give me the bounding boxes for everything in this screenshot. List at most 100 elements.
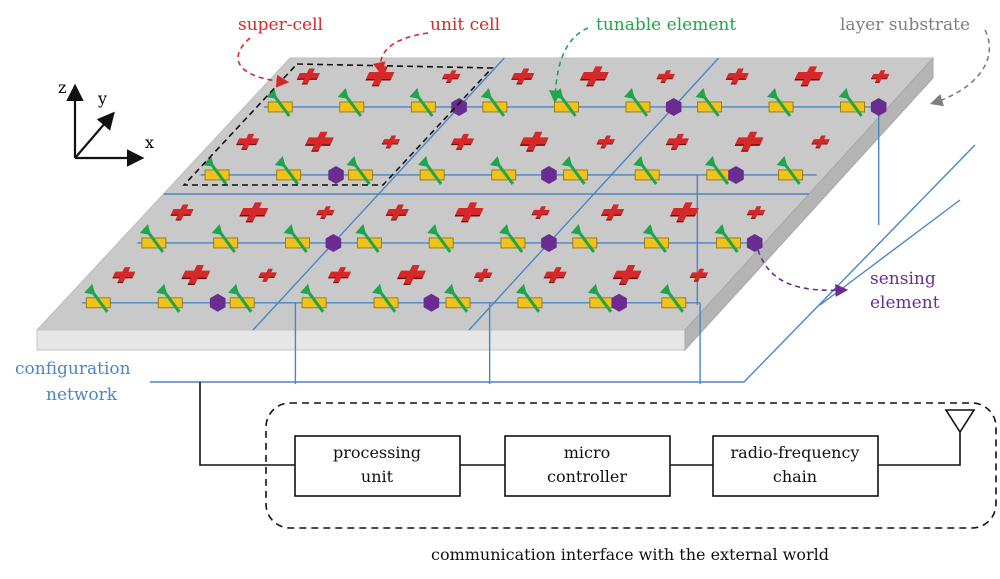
cross-bar-v bbox=[117, 267, 131, 283]
cross-element-icon bbox=[239, 202, 269, 223]
unit-cell-leader bbox=[372, 32, 429, 76]
cross-bar-v bbox=[403, 264, 420, 284]
arrow-element-head bbox=[570, 223, 582, 235]
arrow-element-head bbox=[587, 283, 599, 295]
micro-controller-line1: micro bbox=[564, 443, 611, 462]
cross-bar-v bbox=[461, 202, 478, 222]
arrow-element-head bbox=[427, 223, 439, 235]
arrow-element-head bbox=[139, 223, 151, 235]
cross-element-icon bbox=[296, 68, 320, 85]
cross-element-icon bbox=[170, 204, 194, 221]
wire-rf-antenna bbox=[878, 430, 961, 466]
arrow-element-head bbox=[84, 283, 96, 295]
cross-bar-v bbox=[741, 131, 758, 151]
cross-bar-v bbox=[815, 135, 826, 148]
cross-bar-v bbox=[801, 66, 817, 86]
cross-bar-v bbox=[549, 267, 562, 283]
cross-bar-v bbox=[526, 131, 543, 151]
processing-unit-line2: unit bbox=[361, 467, 394, 486]
sensor-hexagon-icon bbox=[209, 293, 226, 312]
cross-element-icon bbox=[689, 268, 709, 282]
cross-bar-v bbox=[385, 135, 397, 148]
arrow-element-head bbox=[515, 283, 527, 295]
rf-chain-block: radio-frequency chain bbox=[712, 435, 879, 497]
layer-substrate-leader bbox=[929, 29, 991, 107]
micro-controller-block: micro controller bbox=[504, 435, 671, 497]
arrow-element-head bbox=[498, 223, 510, 235]
cross-element-icon bbox=[385, 204, 409, 221]
cross-bar-v bbox=[535, 206, 546, 219]
substrate-side-edge bbox=[684, 56, 934, 352]
super-cell-outline bbox=[182, 63, 494, 186]
cross-element-icon bbox=[734, 131, 764, 152]
cross-element-icon bbox=[327, 267, 352, 284]
cross-bar-v bbox=[516, 68, 530, 84]
sensor-hexagon-icon bbox=[746, 234, 763, 252]
z-axis-label: z bbox=[58, 78, 66, 97]
communication-interface-caption: communication interface with the externa… bbox=[431, 545, 829, 564]
y-axis-label: y bbox=[97, 89, 107, 108]
sensor-hexagon-icon bbox=[541, 234, 557, 252]
cross-element-icon bbox=[600, 204, 625, 221]
cross-element-icon bbox=[304, 131, 334, 152]
sensing-element-leader bbox=[757, 249, 849, 297]
arrow-element-head bbox=[623, 87, 635, 99]
sensor-hexagon-icon bbox=[611, 293, 627, 312]
arrow-element-head bbox=[300, 283, 312, 295]
cross-element-icon bbox=[870, 70, 890, 84]
sensor-hexagon-icon bbox=[328, 166, 344, 184]
configuration-network-label-line2: network bbox=[46, 385, 118, 405]
sensor-hexagon-icon bbox=[665, 98, 682, 116]
cross-element-icon bbox=[794, 66, 824, 87]
cross-bar-v bbox=[262, 268, 273, 281]
arrow-element-head bbox=[443, 283, 455, 295]
cross-element-icon bbox=[381, 135, 401, 149]
cross-element-icon bbox=[112, 267, 136, 284]
cross-bar-v bbox=[875, 70, 886, 83]
processing-unit-block: processing unit bbox=[294, 435, 461, 497]
cross-bar-v bbox=[751, 206, 762, 219]
arrow-element-head bbox=[561, 155, 573, 167]
x-axis-label: x bbox=[145, 133, 154, 152]
arrow-element-head bbox=[489, 155, 501, 167]
layer-substrate-label: layer substrate bbox=[840, 15, 970, 35]
cross-element-icon bbox=[669, 202, 699, 223]
arrow-element-head bbox=[714, 223, 726, 235]
cross-element-icon bbox=[579, 66, 609, 87]
cross-bar-v bbox=[478, 268, 489, 281]
y-axis-line bbox=[74, 111, 115, 159]
cross-bar-v bbox=[246, 202, 262, 222]
arrow-element-head bbox=[274, 155, 286, 167]
cross-element-icon bbox=[811, 135, 830, 149]
cross-element-icon bbox=[543, 267, 567, 284]
super-cell-leader bbox=[237, 37, 290, 88]
cross-bar-v bbox=[311, 131, 328, 151]
tunable-element-leader bbox=[548, 27, 589, 104]
rf-chain-line2: chain bbox=[773, 467, 817, 486]
cross-element-icon bbox=[236, 133, 260, 150]
cross-bar-v bbox=[693, 268, 705, 281]
tunable-element-label: tunable element bbox=[596, 15, 736, 35]
processing-unit-line1: processing bbox=[333, 443, 421, 462]
cross-element-icon bbox=[454, 202, 484, 223]
cross-element-icon bbox=[596, 135, 615, 149]
sensor-hexagon-icon bbox=[451, 98, 467, 116]
arrow-element-head bbox=[642, 223, 654, 235]
cross-element-icon bbox=[441, 70, 461, 84]
arrow-element-head bbox=[409, 87, 421, 99]
substrate-front-edge bbox=[36, 329, 686, 351]
cross-element-icon bbox=[725, 68, 749, 85]
cross-bar-v bbox=[731, 68, 744, 84]
cross-bar-v bbox=[302, 68, 315, 84]
cross-element-icon bbox=[473, 268, 493, 282]
cross-element-icon bbox=[316, 206, 335, 220]
sensor-hexagon-icon bbox=[728, 166, 744, 184]
cross-bar-v bbox=[586, 66, 603, 86]
cross-element-icon bbox=[519, 131, 549, 152]
arrow-element-head bbox=[355, 223, 367, 235]
cross-element-icon bbox=[531, 206, 550, 220]
communication-interface-outline bbox=[265, 402, 997, 529]
cross-bar-v bbox=[446, 70, 457, 83]
arrow-element-head bbox=[418, 155, 430, 167]
